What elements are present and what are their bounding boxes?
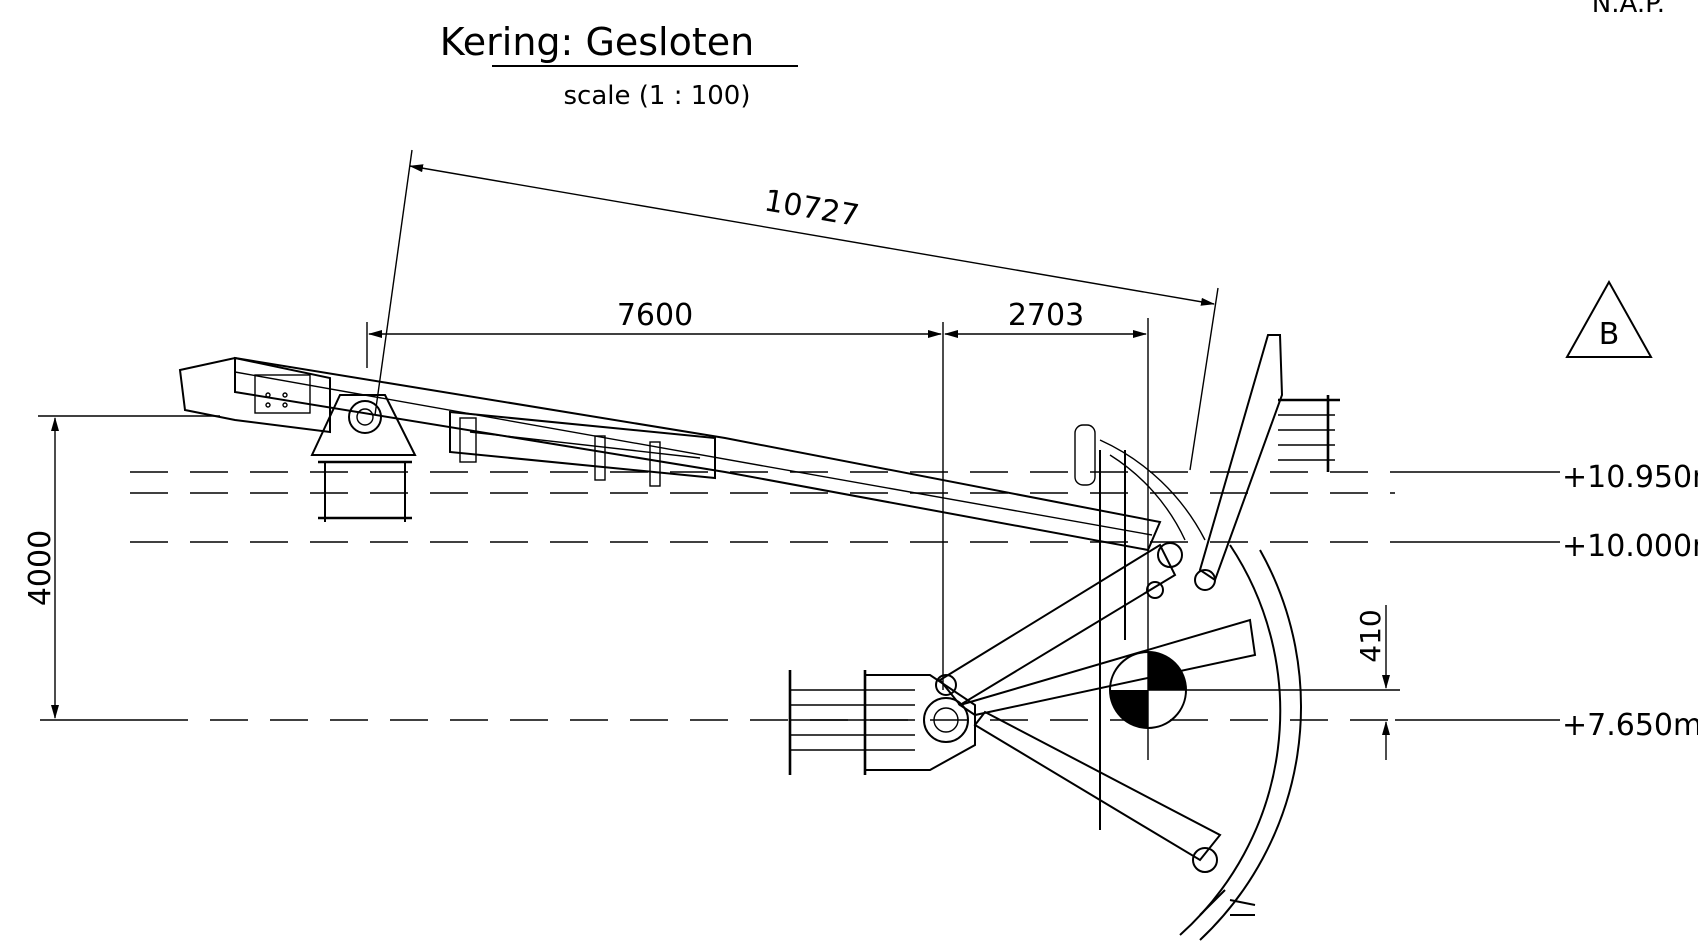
dimension-10727: 10727: [374, 149, 1219, 471]
dimension-410: 410: [1148, 605, 1400, 760]
nap-label: N.A.P.: [1592, 0, 1665, 19]
level-lines: [40, 471, 1560, 721]
level-bottom: +7.650m: [1562, 708, 1698, 743]
section-marker: B: [1565, 279, 1653, 358]
level-top: +10.950m: [1562, 460, 1698, 495]
drawing-title: Kering: Gesloten: [440, 20, 754, 64]
pivot-clamp: [788, 670, 976, 775]
dimension-4000-label: 4000: [23, 530, 58, 606]
dimension-7600: 7600: [366, 298, 944, 690]
arc-segment: [1099, 439, 1302, 941]
lower-frame: [923, 450, 1257, 873]
top-right-arm: [1074, 334, 1340, 582]
dimension-4000: 4000: [23, 415, 220, 719]
left-bracket: [310, 394, 417, 522]
section-marker-label: B: [1599, 317, 1620, 352]
dimension-7600-label: 7600: [617, 298, 693, 333]
centre-of-gravity: [1109, 651, 1187, 729]
dimension-410-label: 410: [1354, 609, 1387, 662]
bottom-fitting: [1199, 889, 1256, 916]
dimension-10727-label: 10727: [762, 183, 862, 234]
scale-label: scale (1 : 100): [563, 81, 750, 111]
dimension-2703-label: 2703: [1008, 298, 1084, 333]
dimension-2703: 2703: [944, 298, 1149, 760]
level-middle: +10.000m: [1562, 529, 1698, 564]
